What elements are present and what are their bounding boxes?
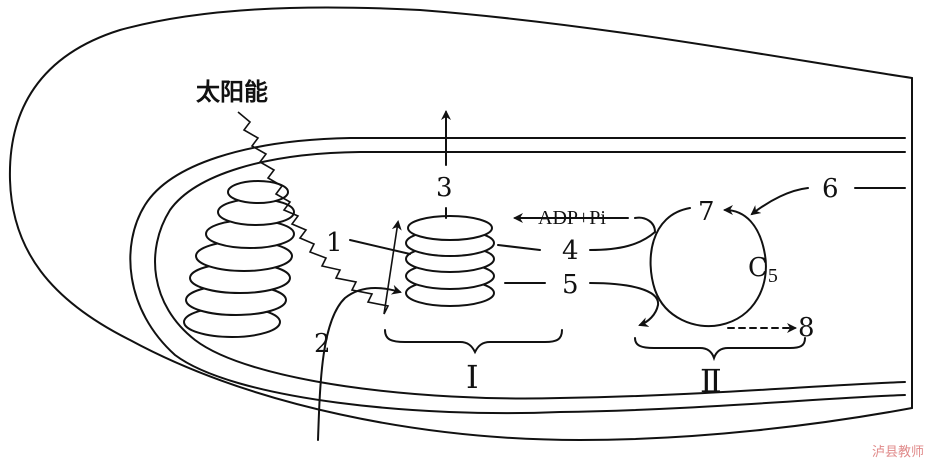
thylakoid-stack [405, 215, 495, 307]
calvin-cycle [649, 205, 767, 327]
label-3: 3 [436, 173, 453, 203]
c5-main: C [748, 253, 768, 283]
label-7: 7 [698, 197, 715, 227]
brace-1 [384, 329, 563, 355]
line-4-right [589, 216, 657, 251]
line-4-left [497, 244, 541, 251]
chloroplast-outer-membrane [129, 137, 906, 415]
label-5: 5 [562, 270, 579, 300]
grana-stack-left [183, 180, 295, 338]
leaf-outline [8, 6, 913, 441]
label-4: 4 [562, 236, 579, 266]
arrow-6 [750, 187, 809, 216]
watermark: 泸县教师 [872, 444, 924, 460]
label-2: 2 [314, 329, 331, 359]
c5-subscript: 5 [768, 265, 778, 287]
solar-energy-label: 太阳能 [196, 78, 268, 106]
brace-2 [634, 337, 806, 362]
label-6: 6 [822, 174, 839, 204]
pointer-line-1 [349, 239, 411, 255]
chloroplast-inner-membrane [154, 151, 906, 400]
sunlight-wave [237, 111, 402, 315]
label-1: 1 [326, 228, 343, 258]
arrow-5 [589, 282, 660, 327]
adp-pi-label: ADP+Pi [538, 207, 606, 229]
stage-1-label: Ⅰ [466, 359, 479, 395]
stage-2-label: Ⅱ [700, 363, 722, 399]
c5-label: C5 [748, 253, 778, 287]
label-8: 8 [798, 313, 815, 343]
arrow-2 [317, 284, 402, 441]
